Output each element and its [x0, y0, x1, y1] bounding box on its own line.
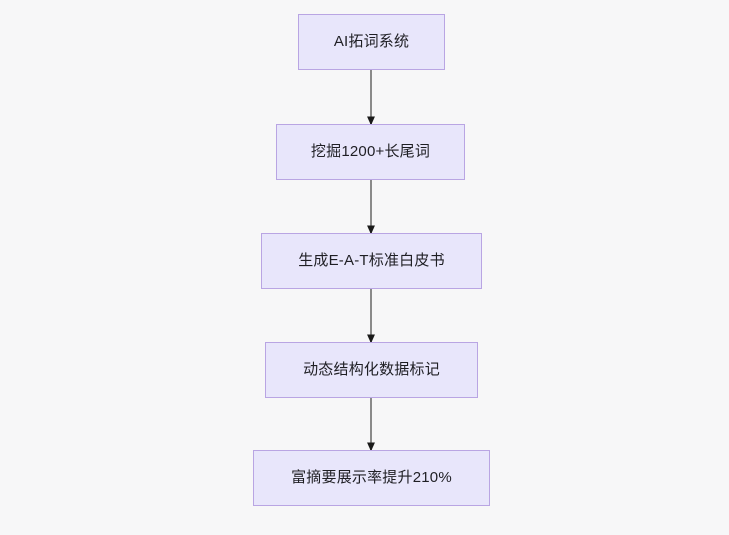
flow-node-n2[interactable]: 挖掘1200+长尾词 — [276, 124, 465, 180]
flow-node-label: AI拓词系统 — [333, 33, 410, 50]
flow-node-n1[interactable]: AI拓词系统 — [298, 14, 445, 70]
flow-node-label: 动态结构化数据标记 — [303, 361, 440, 378]
flow-node-n3[interactable]: 生成E-A-T标准白皮书 — [261, 233, 482, 289]
flow-node-n5[interactable]: 富摘要展示率提升210% — [253, 450, 490, 506]
flow-node-label: 生成E-A-T标准白皮书 — [298, 252, 445, 269]
flow-node-n4[interactable]: 动态结构化数据标记 — [265, 342, 478, 398]
flow-node-label: 挖掘1200+长尾词 — [310, 143, 431, 160]
flow-node-label: 富摘要展示率提升210% — [291, 469, 452, 486]
